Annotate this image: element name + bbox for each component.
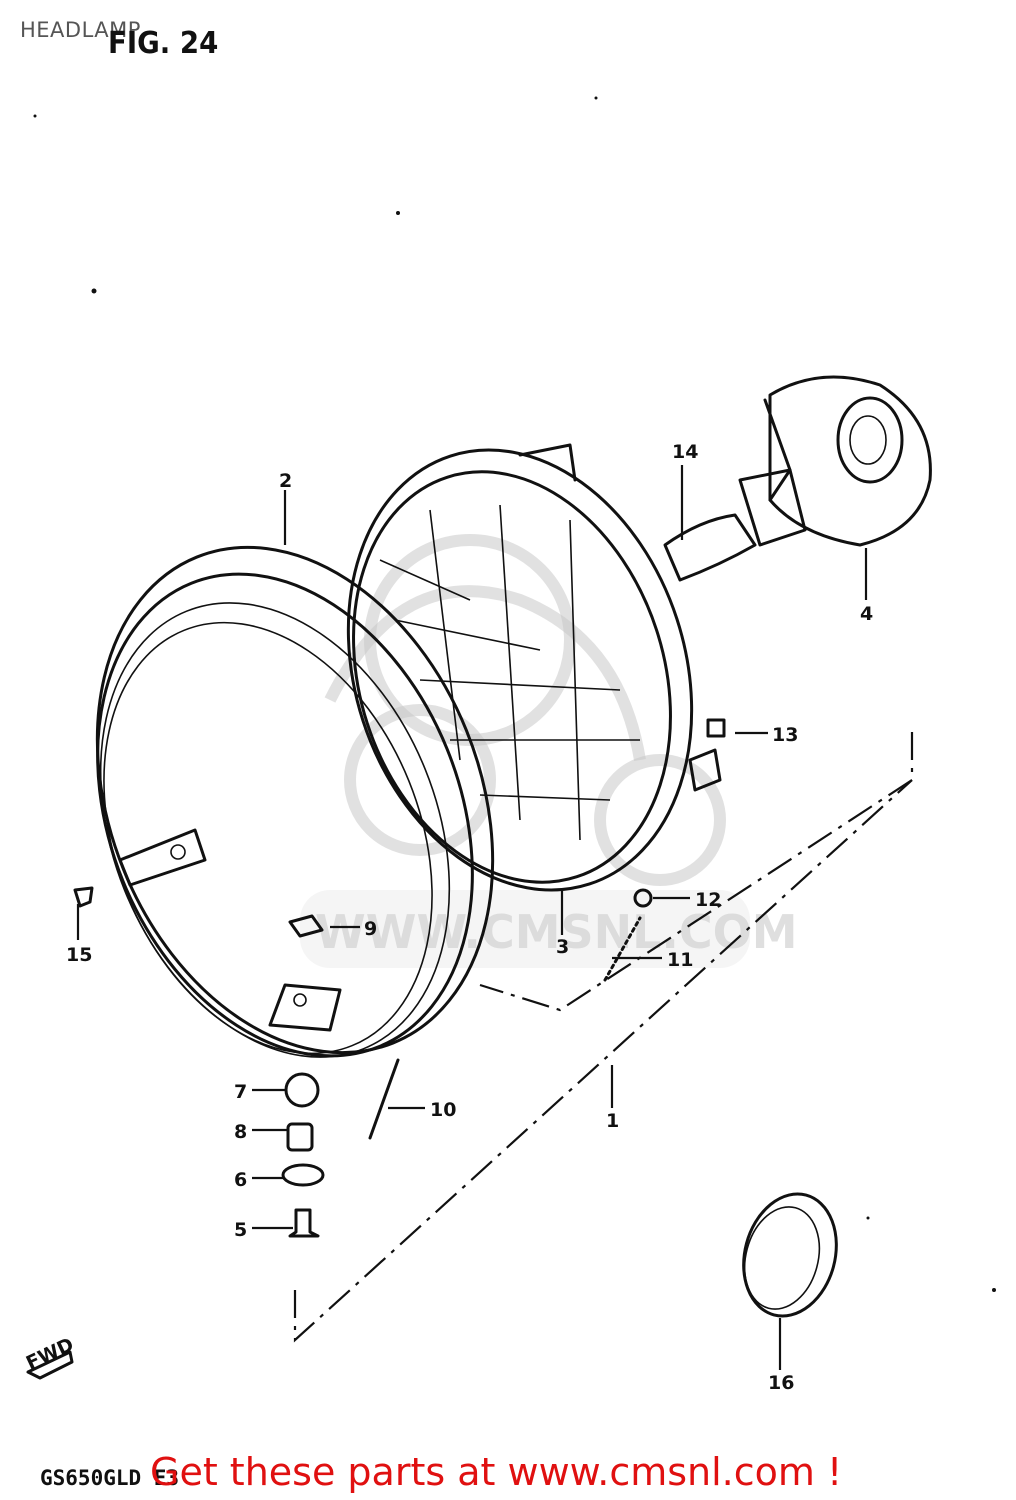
callout-5: 5 xyxy=(234,1219,247,1241)
callout-8: 8 xyxy=(234,1121,247,1143)
page-header-title: HEADLAMP xyxy=(20,18,141,42)
callout-15: 15 xyxy=(66,944,92,966)
bulb-part xyxy=(663,468,807,582)
model-code: GS650GLD E3 xyxy=(40,1466,180,1490)
leader-lines xyxy=(76,465,868,1370)
callout-10: 10 xyxy=(430,1099,456,1121)
cushion-part-7 xyxy=(284,1072,320,1108)
assembly-bracket xyxy=(293,732,914,1343)
fwd-arrow-icon xyxy=(26,1350,74,1380)
washer-part-6 xyxy=(281,1163,325,1187)
callout-6: 6 xyxy=(234,1169,247,1191)
footer-link[interactable]: Get these parts at www.cmsnl.com ! xyxy=(150,1450,843,1494)
spacer-part-8 xyxy=(286,1122,314,1152)
fwd-label: FWD xyxy=(23,1334,77,1375)
screw-part-15 xyxy=(73,886,94,908)
spring-part-11 xyxy=(603,916,642,982)
headlamp-lens-part xyxy=(346,443,722,892)
callout-3: 3 xyxy=(556,936,569,958)
watermark: WWW.CMSNL.COM xyxy=(300,534,798,968)
nut-part-12 xyxy=(633,888,653,908)
figure-label: FIG. 24 xyxy=(108,26,219,61)
nut-part-9 xyxy=(288,914,324,938)
callout-14: 14 xyxy=(672,441,698,463)
watermark-text: WWW.CMSNL.COM xyxy=(315,905,798,959)
screw-part-10 xyxy=(368,1058,400,1140)
callout-7: 7 xyxy=(234,1081,247,1103)
headlamp-rim-part xyxy=(95,545,495,1058)
small-parts xyxy=(26,718,838,1380)
scan-specks xyxy=(33,96,996,1292)
callout-9: 9 xyxy=(364,918,377,940)
callout-4: 4 xyxy=(860,603,873,625)
nut-part-13 xyxy=(706,718,726,738)
callout-2: 2 xyxy=(279,470,292,492)
callout-16: 16 xyxy=(768,1372,794,1394)
socket-cover-part xyxy=(763,375,932,547)
bolt-part-5 xyxy=(288,1208,320,1238)
callout-13: 13 xyxy=(772,724,798,746)
callout-12: 12 xyxy=(695,889,721,911)
reflector-part-16 xyxy=(742,1192,838,1318)
callout-11: 11 xyxy=(667,949,693,971)
callout-1: 1 xyxy=(606,1110,619,1132)
